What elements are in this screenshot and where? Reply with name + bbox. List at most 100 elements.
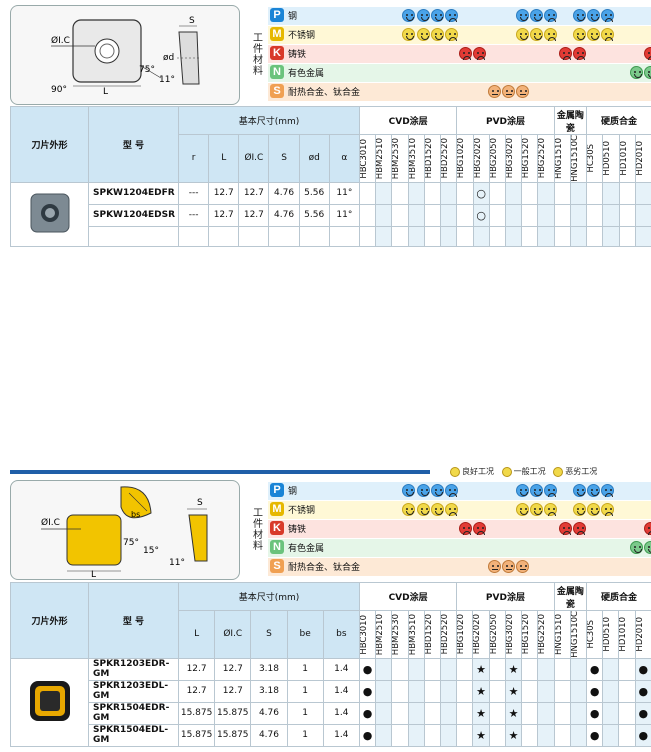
material-name: 钢	[288, 487, 298, 497]
grade-cell	[456, 679, 474, 703]
grade-cell: ★	[504, 679, 523, 703]
grade-cell	[391, 225, 409, 247]
grade-cell	[553, 225, 571, 247]
grade-cell	[456, 181, 474, 205]
grade-cell	[358, 203, 377, 227]
grade-col-header: HBM2510	[375, 610, 393, 659]
condition-legend: 良好工况 一般工况 恶劣工况	[450, 466, 597, 477]
dim-cell	[328, 225, 361, 247]
grade-col-header: HBM3510	[407, 134, 425, 183]
dim-cell	[177, 225, 210, 247]
grade-col-header: HD1010	[618, 134, 636, 183]
grade-cell	[407, 723, 425, 747]
condition-face-icon	[516, 85, 529, 98]
condition-face-icon	[544, 503, 558, 516]
header-cvd: CVD涂层	[358, 582, 458, 611]
dim-col-header: S	[250, 610, 288, 659]
grade-cell	[521, 203, 539, 227]
grade-col-header: HNG1510C	[569, 610, 588, 659]
grade-col-header: HBD2520	[440, 134, 458, 183]
grade-cell	[586, 181, 604, 205]
condition-face-icon	[430, 9, 444, 22]
condition-face-icon	[544, 28, 558, 41]
star-icon: ★	[508, 662, 519, 676]
grade-col-header: HBG2020	[472, 134, 490, 183]
grade-col-header: HBM3510	[407, 610, 425, 659]
grade-cell	[521, 723, 539, 747]
label-s-2: S	[197, 498, 203, 508]
grade-cell	[423, 723, 442, 747]
material-letter-icon: N	[270, 65, 284, 79]
star-icon: ★	[508, 728, 519, 742]
grade-cell	[407, 701, 425, 725]
grade-cell	[375, 203, 393, 227]
grade-col-header: HD0510	[602, 134, 620, 183]
condition-face-icon	[572, 47, 586, 60]
grade-cell: ●	[586, 679, 604, 703]
dim-cell	[268, 225, 300, 247]
grade-col-header: HBD1520	[423, 610, 442, 659]
grade-cell	[602, 657, 620, 681]
grade-name: HBM2530	[391, 137, 402, 180]
grade-cell: ●	[358, 701, 377, 725]
dim-col-header: be	[286, 610, 324, 659]
dot-icon: ●	[638, 728, 649, 742]
grade-col-header: HBG1520	[521, 134, 539, 183]
grade-cell	[488, 203, 506, 227]
grade-cell: ★	[472, 679, 490, 703]
grade-col-header: HD2010	[634, 134, 651, 183]
dim-cell: 1.4	[322, 723, 360, 747]
condition-face-icon	[587, 503, 600, 516]
grade-name: HBG2050	[489, 614, 499, 655]
dim-cell: ---	[177, 181, 210, 205]
grade-name: HNG1510C	[570, 611, 580, 658]
dim-cell: 3.18	[250, 657, 288, 681]
grade-name: HBM2510	[375, 613, 386, 656]
grade-cell: ●	[634, 723, 651, 747]
grade-name: HD2010	[635, 617, 645, 652]
circle-icon: ○	[476, 208, 486, 222]
dot-icon: ●	[638, 684, 649, 698]
grade-cell	[569, 181, 588, 205]
dim-col-header: r	[177, 134, 210, 183]
condition-face-icon	[473, 522, 487, 535]
header-pvd: PVD涂层	[456, 582, 555, 611]
grade-cell	[553, 203, 571, 227]
grade-col-header: HBG2020	[472, 610, 490, 659]
material-letter-icon: P	[270, 483, 284, 497]
section-divider	[10, 470, 430, 474]
grade-cell: ★	[472, 701, 490, 725]
condition-face-icon	[402, 503, 416, 516]
materials-label: 工件材料	[250, 32, 262, 76]
grade-col-header: HBM2530	[391, 134, 409, 183]
grade-cell	[618, 701, 636, 725]
grade-name: HD1010	[618, 617, 629, 652]
header-pvd: PVD涂层	[456, 106, 555, 135]
grade-cell: ●	[358, 723, 377, 747]
grade-name: HBG2520	[537, 138, 548, 179]
condition-face-icon	[572, 28, 586, 41]
grade-col-header: HBM2530	[391, 610, 409, 659]
grade-name: HBM2510	[375, 137, 386, 180]
condition-face-icon	[416, 484, 430, 497]
dot-icon: ●	[589, 684, 600, 698]
grade-cell	[407, 679, 425, 703]
grade-cell	[602, 203, 620, 227]
grade-cell	[537, 181, 555, 205]
dot-icon: ●	[589, 728, 600, 742]
header-carbide: 硬质合金	[586, 106, 651, 135]
grade-cell	[391, 679, 409, 703]
grade-col-header: HBD2520	[440, 610, 458, 659]
grade-cell	[440, 657, 458, 681]
dim-cell	[298, 225, 330, 247]
grade-cell	[618, 203, 636, 227]
